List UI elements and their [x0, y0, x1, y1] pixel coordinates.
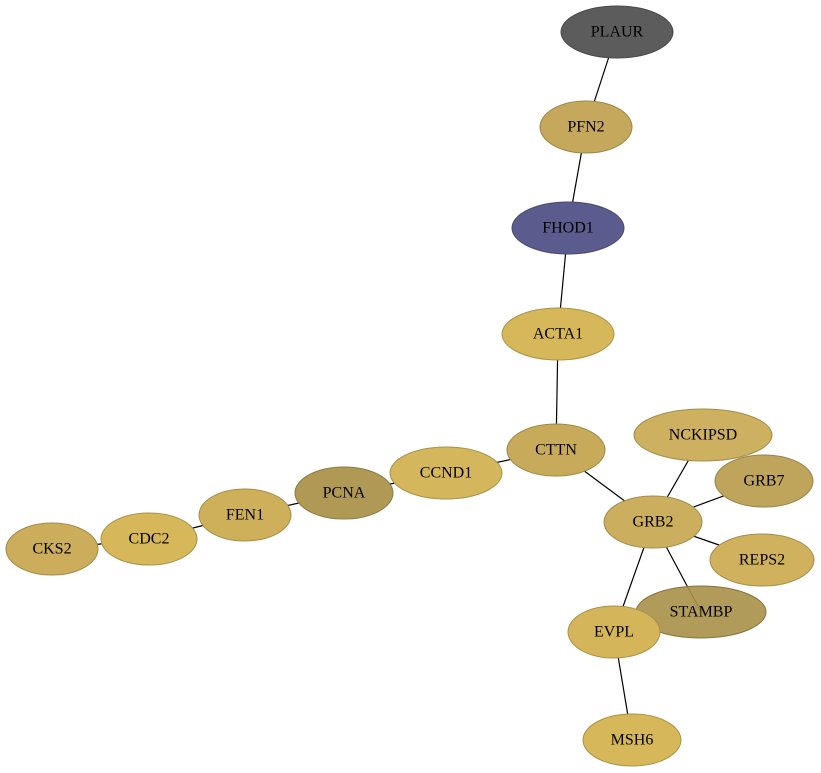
node-ellipse: [539, 100, 633, 154]
node-label: CTTN: [535, 442, 577, 459]
node-label: NCKIPSD: [669, 427, 737, 444]
node-ellipse: [506, 423, 606, 477]
node-plaur[interactable]: PLAUR: [560, 5, 674, 59]
node-ellipse: [603, 495, 703, 549]
node-cks2[interactable]: CKS2: [5, 522, 99, 576]
node-ellipse: [582, 713, 682, 767]
node-label: CCND1: [420, 465, 472, 482]
node-msh6[interactable]: MSH6: [582, 713, 682, 767]
node-label: GRB7: [744, 473, 785, 490]
node-ellipse: [501, 307, 615, 361]
node-pcna[interactable]: PCNA: [294, 466, 394, 520]
node-label: MSH6: [611, 732, 654, 749]
node-label: PLAUR: [591, 24, 644, 41]
node-evpl[interactable]: EVPL: [567, 605, 661, 659]
node-fen1[interactable]: FEN1: [198, 488, 292, 542]
node-ellipse: [511, 201, 625, 255]
node-reps2[interactable]: REPS2: [709, 533, 815, 587]
node-label: CKS2: [32, 541, 71, 558]
node-ellipse: [100, 512, 198, 566]
node-pfn2[interactable]: PFN2: [539, 100, 633, 154]
node-nckipsd[interactable]: NCKIPSD: [633, 408, 773, 462]
node-grb7[interactable]: GRB7: [714, 454, 814, 508]
node-label: PCNA: [323, 485, 366, 502]
node-ellipse: [389, 446, 503, 500]
node-label: FHOD1: [542, 220, 594, 237]
node-label: PFN2: [567, 119, 604, 136]
node-label: CDC2: [129, 531, 170, 548]
node-ccnd1[interactable]: CCND1: [389, 446, 503, 500]
node-cttn[interactable]: CTTN: [506, 423, 606, 477]
node-stambp[interactable]: STAMBP: [635, 585, 767, 639]
node-label: GRB2: [633, 514, 674, 531]
node-ellipse: [560, 5, 674, 59]
node-label: ACTA1: [533, 326, 583, 343]
node-label: STAMBP: [670, 604, 733, 621]
node-ellipse: [714, 454, 814, 508]
node-ellipse: [567, 605, 661, 659]
node-grb2[interactable]: GRB2: [603, 495, 703, 549]
node-cdc2[interactable]: CDC2: [100, 512, 198, 566]
node-label: EVPL: [594, 624, 634, 641]
node-label: REPS2: [739, 552, 785, 569]
node-ellipse: [709, 533, 815, 587]
node-ellipse: [294, 466, 394, 520]
node-acta1[interactable]: ACTA1: [501, 307, 615, 361]
node-ellipse: [198, 488, 292, 542]
node-ellipse: [5, 522, 99, 576]
node-label: FEN1: [226, 507, 264, 524]
node-ellipse: [633, 408, 773, 462]
node-fhod1[interactable]: FHOD1: [511, 201, 625, 255]
